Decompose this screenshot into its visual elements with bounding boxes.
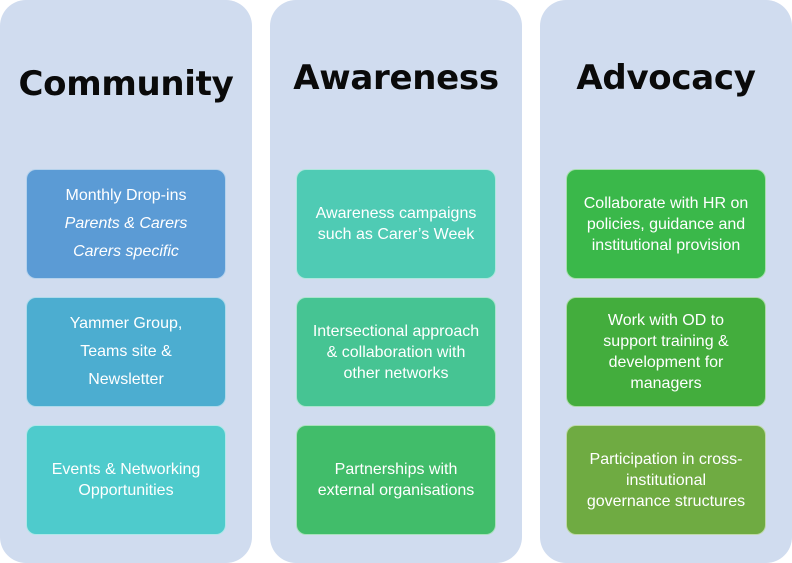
box-line: institutional provision [591,236,741,254]
box-participation-governance: Participation in cross- institutional go… [566,425,766,535]
box-partnerships: Partnerships with external organisations [296,425,496,535]
box-line: Opportunities [78,482,174,499]
column-awareness: Awareness Awareness campaigns such as Ca… [270,0,522,563]
column-title-community: Community [18,64,234,104]
box-line: Newsletter [88,371,164,388]
box-line: managers [630,375,702,392]
box-line: Collaborate with HR on [583,194,749,212]
box-intersectional-approach: Intersectional approach & collaboration … [296,297,496,407]
box-line: Partnerships with [334,461,458,478]
column-title-advocacy: Advocacy [576,58,756,98]
column-advocacy: Advocacy Collaborate with HR on policies… [540,0,792,563]
box-line: support training & [603,333,729,350]
column-community: Community Monthly Drop-ins Parents & Car… [0,0,252,563]
box-line: policies, guidance and [586,215,746,233]
box-awareness-campaigns: Awareness campaigns such as Carer’s Week [296,169,496,279]
box-events-networking: Events & Networking Opportunities [26,425,226,535]
box-line: other networks [343,364,449,382]
box-line: Awareness campaigns [315,205,477,222]
box-monthly-drop-ins: Monthly Drop-ins Parents & Carers Carers… [26,169,226,279]
box-line: Participation in cross- [589,450,743,468]
box-line: governance structures [586,492,746,510]
box-line-italic: Carers specific [73,243,179,260]
box-line: Yammer Group, [69,315,183,332]
box-line-italic: Parents & Carers [64,215,188,232]
box-line: development for [608,354,724,371]
box-line: Events & Networking [51,461,201,478]
box-line: Work with OD to [607,312,725,329]
box-line: & collaboration with [326,343,466,361]
box-line: external organisations [317,482,475,499]
box-line: Intersectional approach [312,322,480,340]
box-yammer-group: Yammer Group, Teams site & Newsletter [26,297,226,407]
box-line: Monthly Drop-ins [65,187,187,204]
box-line: such as Carer’s Week [317,226,475,243]
box-work-with-od: Work with OD to support training & devel… [566,297,766,407]
column-title-awareness: Awareness [293,58,499,98]
box-line: institutional [625,471,707,489]
box-collaborate-hr: Collaborate with HR on policies, guidanc… [566,169,766,279]
box-line: Teams site & [80,343,172,360]
